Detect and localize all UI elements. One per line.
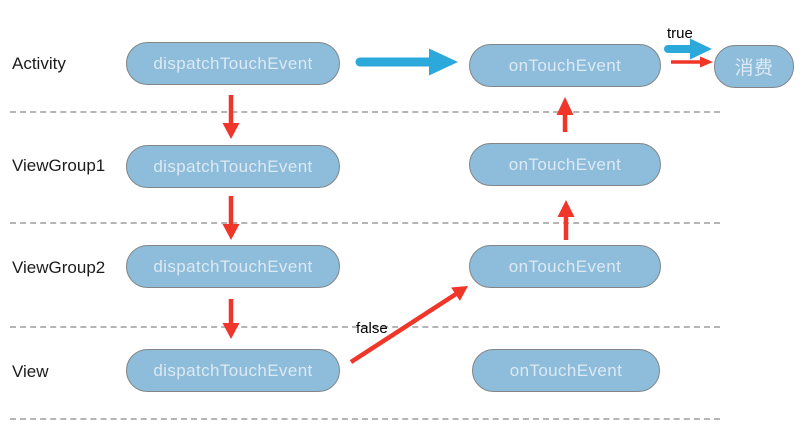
annotation-false: false [356,320,388,337]
pill-activity-dispatchtouchevent: dispatchTouchEvent [126,42,340,85]
arrow-activity-dispatch-to-ontouch [355,48,458,76]
pill-view-ontouchevent: onTouchEvent [472,349,660,392]
arrow-dispatch-viewgroup2-to-view [222,299,240,339]
row-separator-4 [10,418,720,420]
pill-viewgroup2-dispatchtouchevent: dispatchTouchEvent [126,245,340,288]
row-label-activity: Activity [12,54,66,73]
pill-viewgroup2-ontouchevent: onTouchEvent [469,245,661,288]
pill-viewgroup1-ontouchevent: onTouchEvent [469,143,661,186]
row-separator-2 [10,222,720,224]
pill-activity-ontouchevent: onTouchEvent [469,44,661,87]
pill-viewgroup1-dispatchtouchevent: dispatchTouchEvent [126,145,340,188]
row-separator-1 [10,111,720,113]
arrow-ontouch-viewgroup1-to-activity [556,97,574,132]
row-label-view: View [12,362,49,381]
arrow-true-red-to-consume [671,56,713,68]
pill-consume: 消费 [714,45,794,88]
arrow-dispatch-activity-to-viewgroup1 [222,95,240,139]
arrow-dispatch-viewgroup1-to-viewgroup2 [222,196,240,240]
annotation-true: true [667,25,693,42]
arrow-ontouch-viewgroup2-to-viewgroup1 [557,200,575,240]
row-label-viewgroup2: ViewGroup2 [12,258,106,277]
row-label-viewgroup1: ViewGroup1 [12,156,106,175]
pill-view-dispatchtouchevent: dispatchTouchEvent [126,349,340,392]
